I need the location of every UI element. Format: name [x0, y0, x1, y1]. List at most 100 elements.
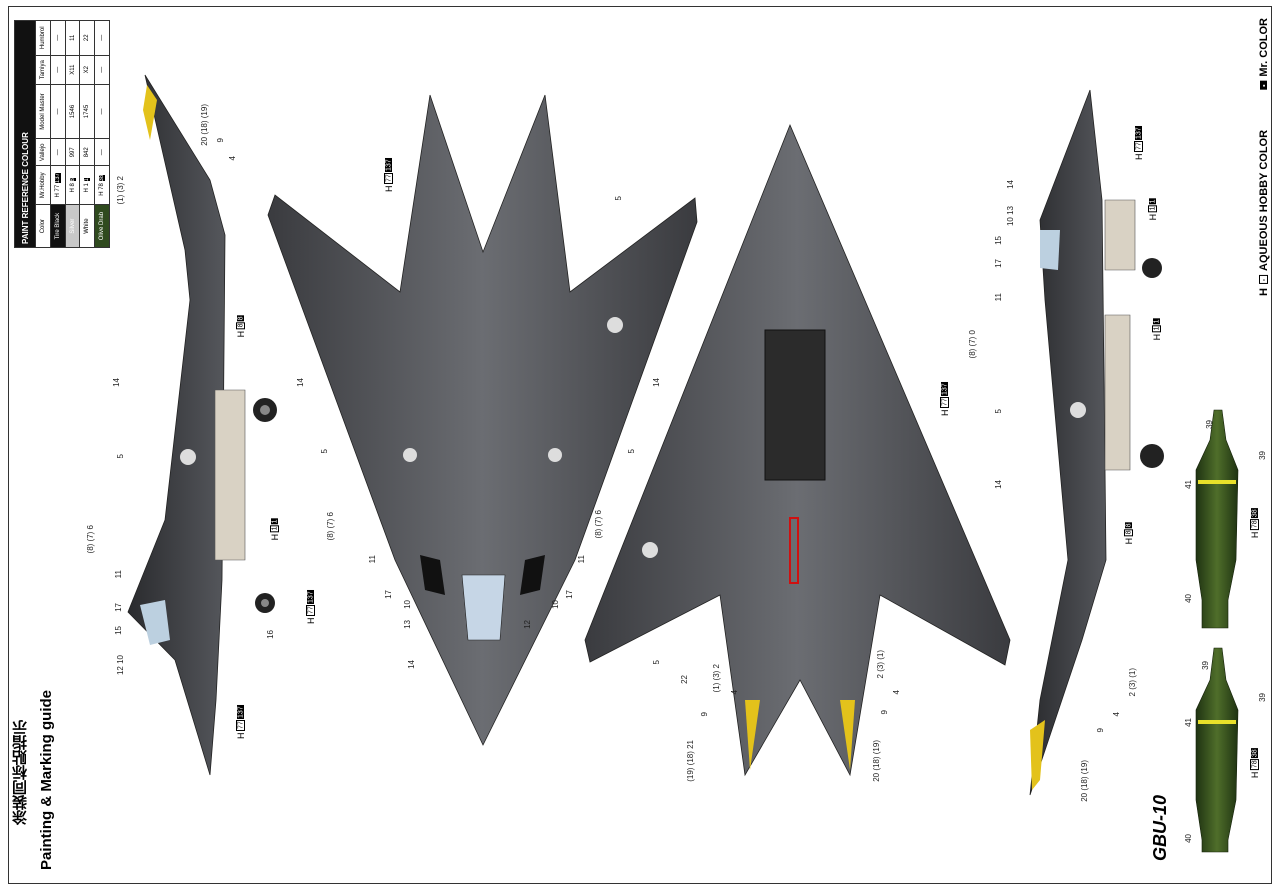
vallejo: 842	[79, 138, 95, 166]
callout: 40	[1184, 834, 1193, 843]
table-heading: PAINT REFERENCE COLOUR	[14, 20, 36, 248]
vallejo: 997	[65, 138, 80, 166]
callout: 11	[994, 293, 1003, 302]
callout: 4	[228, 156, 237, 161]
callout: 11	[114, 570, 123, 579]
gbu-10-bomb-2	[1195, 647, 1239, 853]
model-master: —	[94, 84, 110, 139]
callout: 9	[700, 712, 709, 717]
callout: 14	[296, 378, 305, 387]
callout: (1) (3) 2	[116, 176, 125, 205]
title-english: Painting & Marking guide	[38, 690, 55, 871]
color-name: Silver	[65, 204, 80, 248]
tamiya: —	[50, 55, 66, 85]
callout: (8) (7) 6	[326, 512, 335, 541]
callout: 15	[994, 236, 1003, 245]
callout: 40	[1184, 594, 1193, 603]
tamiya: X11	[65, 55, 80, 85]
col-header: Color	[35, 204, 51, 248]
callout: 20 (18) (19)	[200, 104, 209, 146]
model-master: 1745	[79, 84, 95, 139]
callout: 12	[523, 620, 532, 629]
callout: 41	[1184, 480, 1193, 489]
callout: 14	[1006, 180, 1015, 189]
callout: 5	[994, 409, 1003, 414]
callout: (8) (7) 6	[86, 525, 95, 554]
callout: 5	[320, 449, 329, 454]
callout: 20 (18) (19)	[1080, 760, 1089, 802]
callout: (19) (18) 21	[686, 740, 695, 782]
callout: 11	[577, 555, 586, 564]
side-view-right	[1029, 89, 1164, 796]
col-header: Mr.Hobby	[35, 165, 51, 205]
callout: 11	[368, 555, 377, 564]
callout: 15	[114, 626, 123, 635]
callout: 5	[116, 454, 125, 459]
mr-hobby-code: H 78 38	[94, 165, 110, 205]
mr-hobby-code: H 77 137	[50, 165, 66, 205]
callout: 13	[403, 620, 412, 629]
callout: 14	[112, 378, 121, 387]
callout: 10	[403, 600, 412, 609]
col-header: Model Master	[35, 84, 51, 139]
tamiya: —	[94, 55, 110, 85]
callout: 12 10	[116, 655, 125, 676]
callout: 17	[565, 590, 574, 599]
callout: 5	[614, 196, 623, 201]
callout: 39	[1258, 693, 1267, 702]
callout: 14	[407, 660, 416, 669]
mr-color-icon: ▪	[1260, 80, 1268, 90]
callout: 17	[994, 259, 1003, 268]
page-frame	[8, 6, 1272, 884]
callout: 14	[652, 378, 661, 387]
model-master: —	[50, 84, 66, 139]
model-master: 1546	[65, 84, 80, 139]
callout: 16	[266, 630, 275, 639]
tamiya: X2	[79, 55, 95, 85]
legend-aqueous: H ▫ AQUEOUS HOBBY COLOR	[1258, 130, 1270, 296]
callout: 4	[1112, 712, 1121, 717]
table-row: White H 1 1 842 1745 X2 22	[79, 20, 95, 248]
callout: (8) (7) 0	[968, 330, 977, 359]
humbrol: 22	[79, 20, 95, 56]
color-name: White	[79, 204, 95, 248]
callout: (8) (7) 6	[594, 510, 603, 539]
legend-mr-color-label: Mr. COLOR	[1258, 18, 1270, 77]
table-row: Olive Drab H 78 38 — — — —	[94, 20, 110, 248]
callout: 5	[627, 449, 636, 454]
col-header: Humbrol	[35, 20, 51, 56]
callout: 9	[216, 138, 225, 143]
callout: 17	[114, 603, 123, 612]
vallejo: —	[94, 138, 110, 166]
humbrol: 11	[65, 20, 80, 56]
humbrol: —	[50, 20, 66, 56]
callout: 39	[1205, 420, 1214, 429]
callout: 2 (3) (1)	[1128, 668, 1137, 697]
callout: 9	[880, 710, 889, 715]
mr-hobby-code: H 8 8	[65, 165, 80, 205]
title-chinese: 涂装同标贴指示	[12, 720, 29, 825]
paint-reference-table: PAINT REFERENCE COLOUR Color Mr.Hobby Va…	[14, 20, 110, 248]
col-header: Tamiya	[35, 55, 51, 85]
callout: 10	[551, 600, 560, 609]
aqueous-prefix: H	[1258, 287, 1270, 296]
col-header: Vallejo	[35, 138, 51, 166]
callout: 4	[892, 690, 901, 695]
table-row: Silver H 8 8 997 1546 X11 11	[65, 20, 80, 248]
humbrol: —	[94, 20, 110, 56]
callout: 20 (18) (19)	[872, 740, 881, 782]
aqueous-icon: ▫	[1259, 274, 1269, 284]
callout: 39	[1201, 661, 1210, 670]
